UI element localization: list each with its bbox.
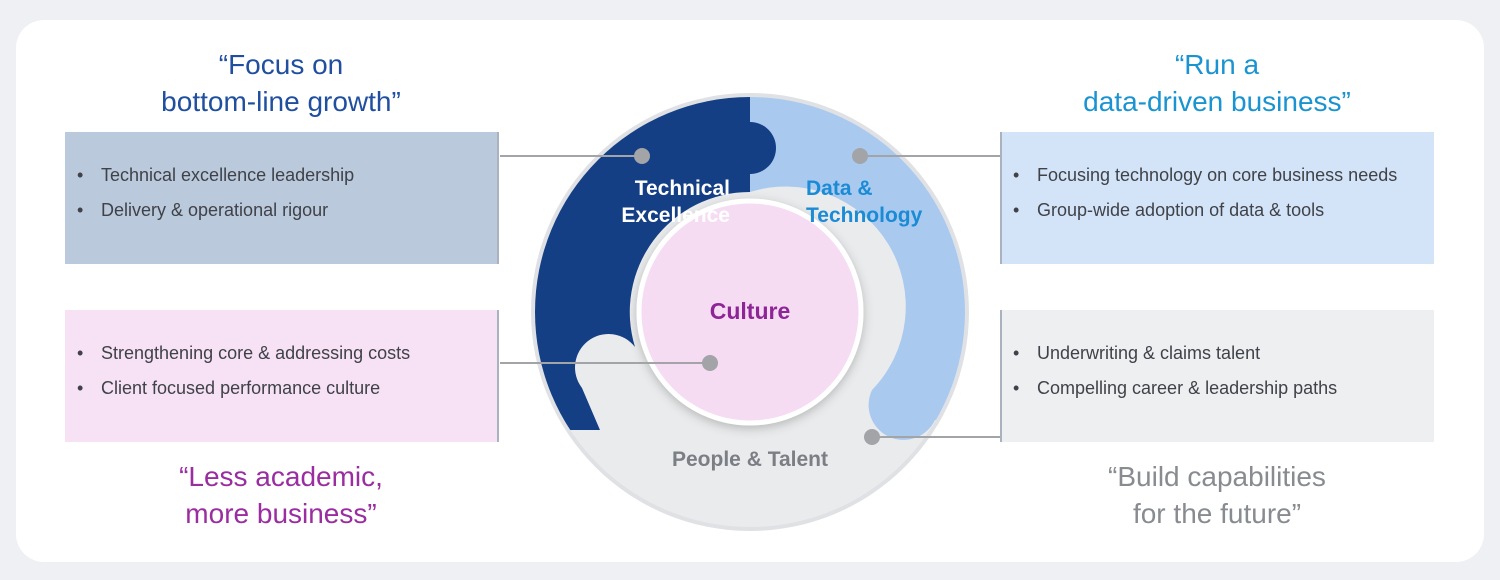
bullet-list: Underwriting & claims talent Compelling … xyxy=(1013,336,1434,406)
list-item: Focusing technology on core business nee… xyxy=(1013,158,1434,193)
box-people-talent: Underwriting & claims talent Compelling … xyxy=(1000,310,1434,442)
list-item: Underwriting & claims talent xyxy=(1013,336,1434,371)
connectors xyxy=(500,155,1000,438)
box-divider xyxy=(1000,310,1002,442)
culture-core xyxy=(636,198,864,426)
bullet-list: Strengthening core & addressing costs Cl… xyxy=(77,336,499,406)
connector-dot xyxy=(634,148,650,164)
box-data-technology: Focusing technology on core business nee… xyxy=(1000,132,1434,264)
quote-less-academic: “Less academic, more business” xyxy=(179,461,383,529)
list-item: Client focused performance culture xyxy=(77,371,499,406)
bullet-list: Technical excellence leadership Delivery… xyxy=(77,158,499,228)
connector-dot xyxy=(852,148,868,164)
list-item: Strengthening core & addressing costs xyxy=(77,336,499,371)
box-culture: Strengthening core & addressing costs Cl… xyxy=(65,310,499,442)
bullet-list: Focusing technology on core business nee… xyxy=(1013,158,1434,228)
label-technical-excellence: Technical Excellence xyxy=(621,177,730,227)
list-item: Compelling career & leadership paths xyxy=(1013,371,1434,406)
technical-excellence-segment xyxy=(535,97,776,430)
connector-dot xyxy=(702,355,718,371)
label-people-talent: People & Talent xyxy=(672,448,828,471)
outer-ring xyxy=(531,93,969,531)
quote-bottom-line-growth: “Focus on bottom-line growth” xyxy=(161,49,401,117)
label-culture: Culture xyxy=(709,298,791,324)
label-data-technology: Data & Technology xyxy=(806,177,923,227)
connector-dots xyxy=(634,148,880,445)
box-technical-excellence: Technical excellence leadership Delivery… xyxy=(65,132,499,264)
list-item: Technical excellence leadership xyxy=(77,158,499,193)
list-item: Delivery & operational rigour xyxy=(77,193,499,228)
quote-build-capabilities: “Build capabilities for the future” xyxy=(1108,461,1326,529)
quote-data-driven-business: “Run a data-driven business” xyxy=(1083,49,1351,117)
list-item: Group-wide adoption of data & tools xyxy=(1013,193,1434,228)
box-divider xyxy=(1000,132,1002,264)
connector-dot xyxy=(864,429,880,445)
